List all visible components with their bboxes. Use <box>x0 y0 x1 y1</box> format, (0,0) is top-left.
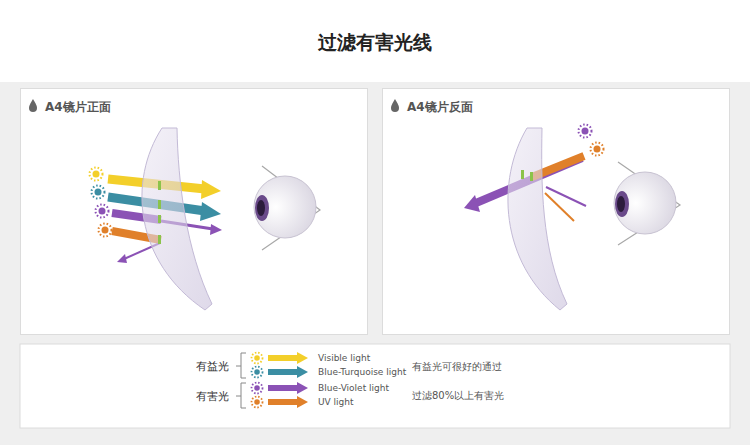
eye <box>614 162 680 245</box>
bracket <box>236 353 246 408</box>
lens <box>508 128 567 310</box>
legend-text: UV light <box>318 396 354 408</box>
eye <box>254 166 320 250</box>
group-label: 有害光 <box>196 389 229 404</box>
lens <box>142 128 212 310</box>
legend-swatch <box>250 365 312 379</box>
panel-ground <box>382 88 730 335</box>
ground <box>0 82 750 445</box>
legend-swatch <box>250 395 312 409</box>
lens-panel: A4镜片正面 <box>20 88 368 335</box>
legend-swatch <box>250 381 312 395</box>
panel-ground <box>20 88 368 335</box>
lens-panel: A4镜片反面 <box>382 88 730 335</box>
panel-heading: A4镜片反面 <box>407 99 473 116</box>
legend-text: Visible light <box>318 352 370 364</box>
group-label: 有益光 <box>196 359 229 374</box>
drop-icon <box>391 99 399 112</box>
legend-panel <box>20 344 730 428</box>
legend-swatch <box>250 351 312 365</box>
filter-marks <box>521 170 533 181</box>
front-sources <box>90 168 112 237</box>
back-sources <box>579 125 604 156</box>
note: 过滤80%以上有害光 <box>412 389 504 403</box>
legend-text: Blue-Violet light <box>318 382 389 394</box>
drop-icon <box>29 99 37 112</box>
note: 有益光可很好的通过 <box>412 360 502 374</box>
page-title: 过滤有害光线 <box>0 30 750 56</box>
legend-text: Blue-Turquoise light <box>318 366 406 378</box>
filter-marks <box>158 181 161 244</box>
panel-heading: A4镜片正面 <box>45 99 111 116</box>
